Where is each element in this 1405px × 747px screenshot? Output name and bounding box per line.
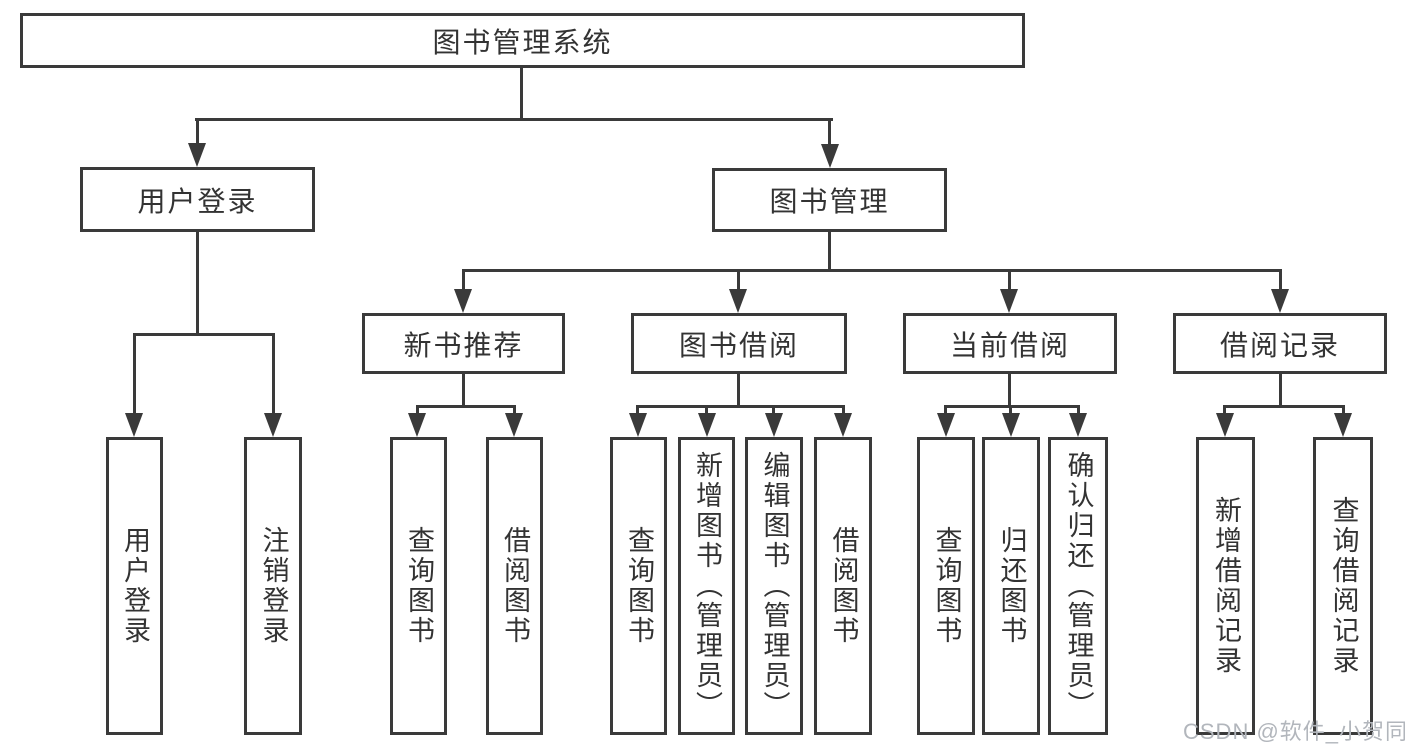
leaf-br-add-record-label: 新增借阅记录 <box>1211 496 1241 676</box>
arrowhead-down-icon <box>1271 289 1289 313</box>
node-book-borrow-label: 图书借阅 <box>678 329 799 361</box>
node-book-management-label: 图书管理 <box>769 186 890 217</box>
node-book-borrow: 图书借阅 <box>631 313 847 374</box>
leaf-cb-query-books: 查询图书 <box>917 437 975 735</box>
connector-book-mgmt-drop-4 <box>1279 269 1282 291</box>
leaf-bb-add-books-admin: 新增图书（管理员） <box>678 437 735 735</box>
leaf-rec-borrow-books: 借阅图书 <box>486 437 543 735</box>
arrowhead-down-icon <box>408 413 426 437</box>
leaf-bb-edit-books-admin-label: 编辑图书（管理员） <box>759 451 790 721</box>
leaf-bb-query-books: 查询图书 <box>610 437 667 735</box>
connector-user-login-drop-left <box>133 333 136 415</box>
leaf-cb-confirm-return-admin-label: 确认归还（管理员） <box>1063 451 1094 721</box>
node-root-label: 图书管理系统 <box>432 26 613 58</box>
connector-br-drop-1 <box>1223 405 1226 415</box>
node-user-login: 用户登录 <box>80 167 315 232</box>
connector-user-login-stem <box>196 230 199 335</box>
connector-bb-drop-4 <box>842 405 845 415</box>
leaf-br-query-record-label: 查询借阅记录 <box>1328 496 1359 676</box>
arrowhead-down-icon <box>454 289 472 313</box>
leaf-cb-query-books-label: 查询图书 <box>931 526 962 646</box>
connector-rec-drop-2 <box>513 405 516 415</box>
node-borrow-records-label: 借阅记录 <box>1219 329 1340 361</box>
leaf-logout-label: 注销登录 <box>258 526 289 646</box>
node-new-book-recommend-label: 新书推荐 <box>403 329 524 361</box>
leaf-cb-return-books: 归还图书 <box>982 437 1040 735</box>
connector-bb-stem <box>737 372 740 407</box>
leaf-bb-borrow-books: 借阅图书 <box>814 437 872 735</box>
node-current-borrow-label: 当前借阅 <box>949 329 1070 361</box>
leaf-br-add-record: 新增借阅记录 <box>1196 437 1255 735</box>
leaf-cb-return-books-label: 归还图书 <box>996 526 1027 646</box>
node-user-login-label: 用户登录 <box>137 185 258 217</box>
connector-root-drop-left <box>196 118 199 146</box>
connector-book-mgmt-drop-3 <box>1008 269 1011 291</box>
leaf-rec-query-books-label: 查询图书 <box>404 526 434 646</box>
arrowhead-down-icon <box>729 289 747 313</box>
connector-cb-drop-3 <box>1077 405 1080 415</box>
leaf-rec-borrow-books-label: 借阅图书 <box>500 526 530 646</box>
connector-cb-rail <box>944 405 1080 408</box>
node-borrow-records: 借阅记录 <box>1173 313 1387 374</box>
arrowhead-down-icon <box>1334 413 1352 437</box>
arrowhead-down-icon <box>1069 413 1087 437</box>
leaf-user-login: 用户登录 <box>106 437 163 735</box>
arrowhead-down-icon <box>505 413 523 437</box>
connector-cb-drop-1 <box>944 405 947 415</box>
node-new-book-recommend: 新书推荐 <box>362 313 565 374</box>
connector-book-mgmt-stem <box>828 230 831 271</box>
connector-user-login-drop-right <box>272 333 275 415</box>
arrowhead-down-icon <box>629 413 647 437</box>
arrowhead-down-icon <box>1000 289 1018 313</box>
connector-rec-rail <box>416 405 516 408</box>
connector-bb-rail <box>636 405 845 408</box>
leaf-rec-query-books: 查询图书 <box>390 437 447 735</box>
arrowhead-down-icon <box>765 413 783 437</box>
connector-user-login-rail <box>133 333 275 336</box>
connector-cb-stem <box>1008 372 1011 407</box>
leaf-br-query-record: 查询借阅记录 <box>1313 437 1373 735</box>
connector-bb-drop-1 <box>636 405 639 415</box>
arrowhead-down-icon <box>125 413 143 437</box>
leaf-user-login-label: 用户登录 <box>120 526 150 646</box>
leaf-cb-confirm-return-admin: 确认归还（管理员） <box>1048 437 1108 735</box>
watermark-text: CSDN @软件_小贺同学 <box>1183 719 1405 744</box>
arrowhead-down-icon <box>1216 413 1234 437</box>
leaf-bb-edit-books-admin: 编辑图书（管理员） <box>745 437 803 735</box>
connector-rec-stem <box>462 372 465 407</box>
node-current-borrow: 当前借阅 <box>903 313 1117 374</box>
connector-br-stem <box>1279 372 1282 407</box>
arrowhead-down-icon <box>188 143 206 167</box>
leaf-bb-borrow-books-label: 借阅图书 <box>828 526 859 646</box>
connector-br-rail <box>1223 405 1345 408</box>
connector-root-stem <box>520 66 523 120</box>
connector-root-drop-right <box>828 118 831 146</box>
connector-bb-drop-3 <box>772 405 775 415</box>
connector-book-mgmt-drop-2 <box>737 269 740 291</box>
node-book-management: 图书管理 <box>712 168 947 232</box>
connector-rec-drop-1 <box>416 405 419 415</box>
arrowhead-down-icon <box>1002 413 1020 437</box>
arrowhead-down-icon <box>937 413 955 437</box>
leaf-logout: 注销登录 <box>244 437 302 735</box>
connector-book-mgmt-rail <box>462 269 1282 272</box>
connector-root-rail <box>195 118 833 121</box>
connector-bb-drop-2 <box>705 405 708 415</box>
arrowhead-down-icon <box>821 144 839 168</box>
node-root: 图书管理系统 <box>20 13 1025 68</box>
connector-book-mgmt-drop-1 <box>462 269 465 291</box>
connector-br-drop-2 <box>1342 405 1345 415</box>
arrowhead-down-icon <box>698 413 716 437</box>
connector-cb-drop-2 <box>1009 405 1012 415</box>
arrowhead-down-icon <box>834 413 852 437</box>
leaf-bb-query-books-label: 查询图书 <box>624 526 654 646</box>
leaf-bb-add-books-admin-label: 新增图书（管理员） <box>692 451 722 721</box>
arrowhead-down-icon <box>264 413 282 437</box>
